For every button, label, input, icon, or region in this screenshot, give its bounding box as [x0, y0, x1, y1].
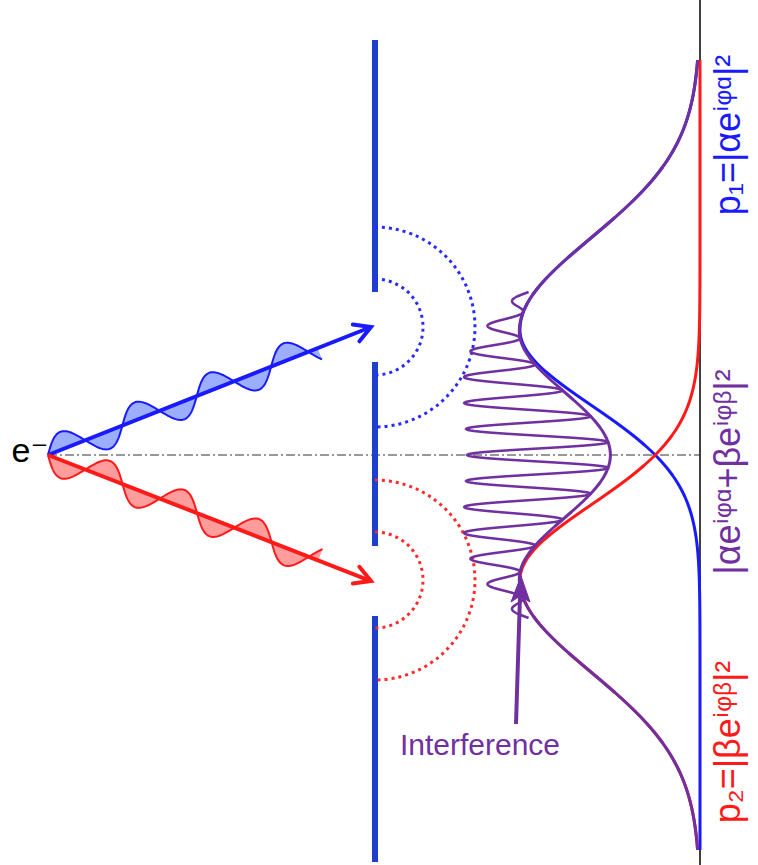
wavefront-arc [375, 480, 475, 680]
interference-label: Interference [400, 728, 560, 763]
pointer-shaft [516, 596, 520, 724]
beam-arrow [48, 455, 369, 580]
beam-arrow [48, 328, 369, 455]
arrow-head [353, 567, 374, 590]
sum-formula: |αeⁱᵠᵅ+βeⁱᵠᵝ|² [707, 369, 748, 574]
diffraction-wavefronts [375, 227, 475, 680]
wavefront-arc [375, 227, 475, 427]
barrier-segment [372, 616, 378, 862]
red-wave-beam [42, 439, 377, 597]
arrow-head [353, 319, 375, 342]
blue-wave-beam [42, 311, 378, 471]
pointer-head [511, 576, 530, 602]
p2-formula: p₂=|βeⁱᵠᵝ|² [707, 661, 748, 824]
barrier-segment [372, 362, 378, 546]
wavefront-arc [375, 279, 423, 375]
interference-pointer [511, 576, 530, 724]
slit-barrier [372, 40, 378, 862]
electron-label: e⁻ [12, 431, 49, 470]
interference-fringes [464, 292, 608, 618]
barrier-segment [372, 40, 378, 292]
wavefront-arc [375, 532, 423, 628]
p1-formula: p₁=|αeⁱᵠᵅ|² [707, 55, 748, 216]
